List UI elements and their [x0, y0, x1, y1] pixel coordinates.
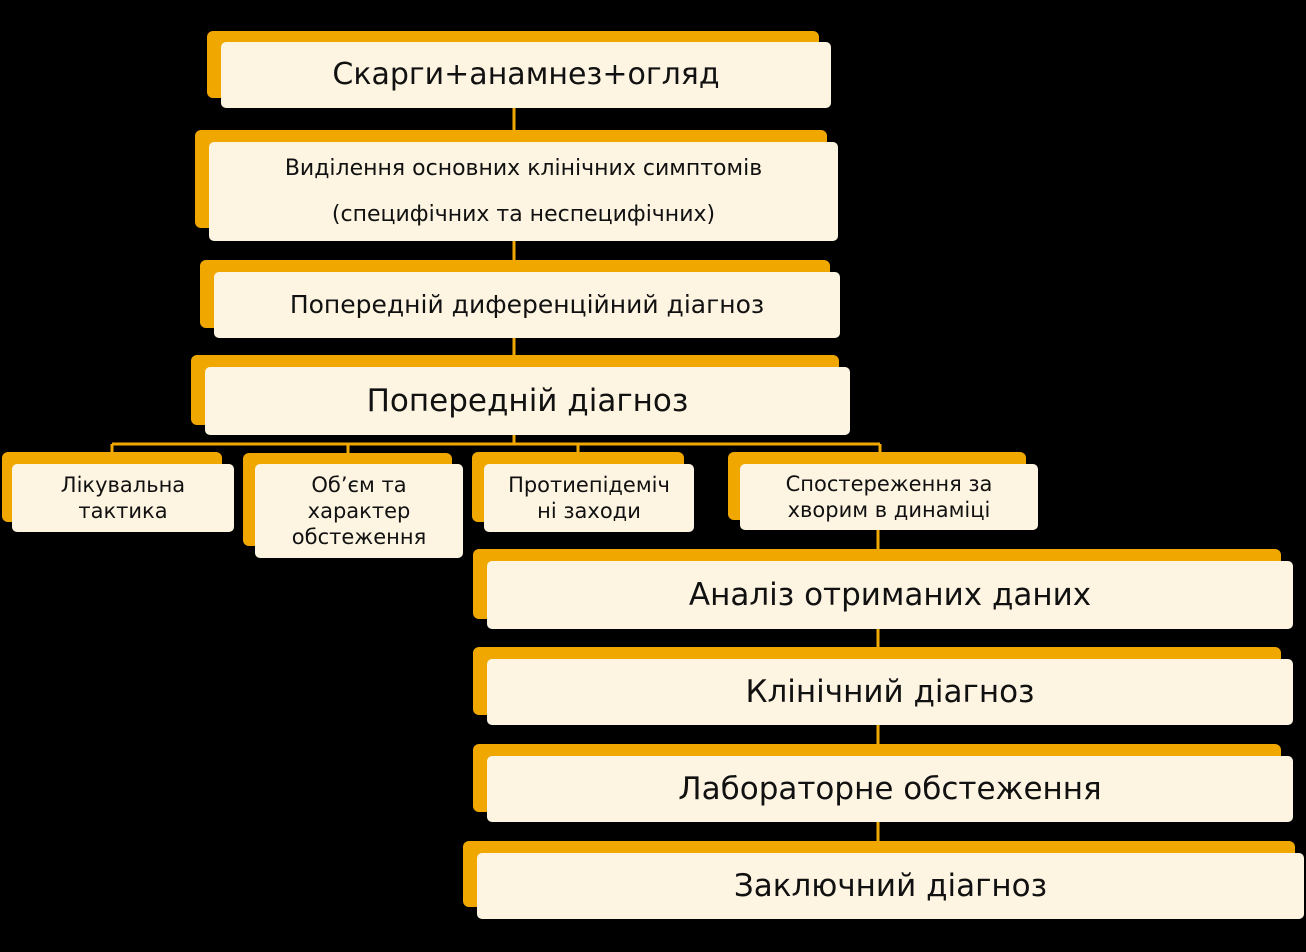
- node-treatment-label: Лікувальна тактика: [12, 464, 234, 532]
- node-analysis-label: Аналіз отриманих даних: [487, 561, 1293, 629]
- observation-text: Спостереження за хворим в динаміці: [785, 471, 993, 522]
- node-exam-scope-label: Об’єм та характер обстеження: [255, 464, 463, 558]
- node-lab-label: Лабораторне обстеження: [487, 756, 1293, 822]
- node-complaints-label: Скарги+анамнез+огляд: [221, 42, 831, 108]
- node-symptoms-label: Виділення основних клінічних симптомів (…: [209, 142, 838, 241]
- symptoms-line2: (специфічних та неспецифічних): [331, 201, 716, 227]
- node-clinical-label: Клінічний діагноз: [487, 659, 1293, 725]
- node-observation-label: Спостереження за хворим в динаміці: [740, 464, 1038, 530]
- node-prelim-diff-label: Попередній диференційний діагноз: [214, 272, 840, 338]
- symptoms-line1: Виділення основних клінічних симптомів: [284, 156, 763, 181]
- node-prelim-label: Попередній діагноз: [205, 367, 850, 435]
- exam-scope-text: Об’єм та характер обстеження: [291, 472, 427, 550]
- antiepidemic-text: Протиепідеміч ні заходи: [508, 472, 670, 523]
- treatment-text: Лікувальна тактика: [60, 472, 186, 523]
- node-antiepidemic-label: Протиепідеміч ні заходи: [484, 464, 694, 532]
- node-final-label: Заключний діагноз: [477, 853, 1304, 919]
